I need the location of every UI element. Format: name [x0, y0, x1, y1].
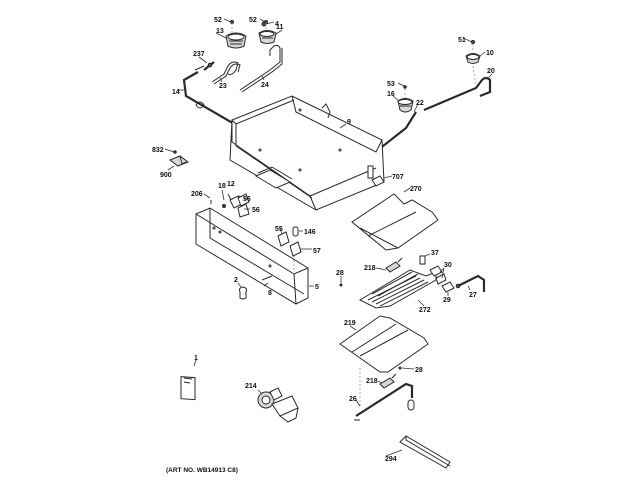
callout-900[interactable]: 900: [160, 172, 172, 179]
callout-53[interactable]: 53: [387, 81, 395, 88]
callout-206[interactable]: 206: [191, 191, 203, 198]
callout-37[interactable]: 37: [431, 250, 439, 257]
part-burner-box-9: [229, 95, 385, 211]
part-screw-53: [397, 82, 407, 98]
callout-56[interactable]: 56: [243, 196, 251, 203]
callout-22[interactable]: 22: [416, 100, 424, 107]
callout-218[interactable]: 218: [364, 265, 376, 272]
callout-29[interactable]: 29: [443, 297, 451, 304]
callout-214[interactable]: 214: [245, 383, 257, 390]
part-valve-55: [277, 227, 290, 247]
callout-219[interactable]: 219: [344, 320, 356, 327]
callout-5[interactable]: 5: [315, 284, 319, 291]
part-clip-37: [419, 253, 431, 265]
callout-28[interactable]: 28: [415, 367, 423, 374]
callout-4[interactable]: 4: [275, 21, 279, 28]
part-valve-56b: [237, 203, 250, 218]
part-bake-burner-272: [358, 269, 437, 309]
callout-10[interactable]: 10: [486, 50, 494, 57]
part-clip-707: [371, 175, 393, 187]
part-baffle-219: [339, 315, 429, 373]
callout-51[interactable]: 51: [458, 37, 466, 44]
callout-272[interactable]: 272: [419, 307, 431, 314]
callout-labels: 4 52 13 52 11 237 23 24 14 51 10 20 53 1…: [152, 17, 495, 463]
callout-832[interactable]: 832: [152, 147, 164, 154]
part-burner-16: [391, 94, 414, 113]
callout-28[interactable]: 28: [336, 270, 344, 277]
callout-146[interactable]: 146: [304, 229, 316, 236]
callout-8[interactable]: 8: [268, 290, 272, 297]
part-manifold-panel-5: [195, 207, 314, 305]
part-regulator-214: [257, 387, 299, 423]
part-channel-294: [385, 435, 451, 469]
part-knob-stop-146: [292, 226, 303, 237]
callout-56[interactable]: 56: [252, 207, 260, 214]
callout-14[interactable]: 14: [172, 89, 180, 96]
callout-18[interactable]: 18: [218, 183, 226, 190]
callout-57[interactable]: 57: [313, 248, 321, 255]
part-baffle-270: [351, 187, 439, 251]
part-screw-51: [462, 37, 475, 52]
part-valve-57: [289, 241, 312, 272]
callout-55[interactable]: 55: [275, 226, 283, 233]
callout-16[interactable]: 16: [387, 91, 395, 98]
callout-218[interactable]: 218: [366, 378, 378, 385]
part-orifice-237: [198, 56, 215, 71]
callout-237[interactable]: 237: [193, 51, 205, 58]
callout-1[interactable]: 1: [194, 355, 198, 362]
part-screw-28a: [339, 276, 343, 287]
part-knob-2: [237, 282, 248, 300]
part-tube-22: [377, 103, 419, 151]
callout-2[interactable]: 2: [234, 277, 238, 284]
callout-27[interactable]: 27: [469, 292, 477, 299]
callout-20[interactable]: 20: [487, 68, 495, 75]
part-tube-20: [423, 73, 493, 112]
part-burner-10: [465, 51, 486, 87]
callout-24[interactable]: 24: [261, 82, 269, 89]
callout-12[interactable]: 12: [227, 181, 235, 188]
callout-13[interactable]: 13: [216, 28, 224, 35]
part-burner-11: [258, 29, 283, 44]
part-screw-52a: [223, 18, 234, 33]
callout-9[interactable]: 9: [347, 119, 351, 126]
part-screw-206: [203, 193, 212, 204]
part-screw-4: [261, 21, 275, 27]
part-screw-832: [164, 148, 177, 154]
callout-26[interactable]: 26: [349, 396, 357, 403]
part-tube-27: [455, 274, 486, 292]
part-orifice-30: [429, 265, 447, 285]
part-igniter-218a: [375, 257, 403, 273]
part-tube-24: [239, 44, 283, 93]
part-valve-56a: [237, 193, 250, 207]
art-number: (ART NO. WB14913 C8): [166, 467, 238, 474]
part-bracket-900: [167, 155, 190, 171]
callout-23[interactable]: 23: [219, 83, 227, 90]
callout-52[interactable]: 52: [249, 17, 257, 24]
callout-270[interactable]: 270: [410, 186, 422, 193]
part-screw-8: [261, 275, 273, 287]
part-screw-52b: [259, 18, 268, 30]
callout-30[interactable]: 30: [444, 262, 452, 269]
callout-707[interactable]: 707: [392, 174, 404, 181]
part-burner-13: [215, 32, 247, 49]
callout-52[interactable]: 52: [214, 17, 222, 24]
callout-11[interactable]: 11: [276, 24, 284, 31]
part-igniter-218b: [377, 373, 397, 389]
part-broil-tube-26: [354, 368, 415, 421]
part-screw-28b: [398, 366, 415, 370]
part-screw-18: [221, 189, 226, 208]
part-fitting-29: [441, 281, 455, 296]
callout-294[interactable]: 294: [385, 456, 397, 463]
part-literature-1: [180, 359, 197, 401]
part-tube-23: [211, 61, 241, 85]
